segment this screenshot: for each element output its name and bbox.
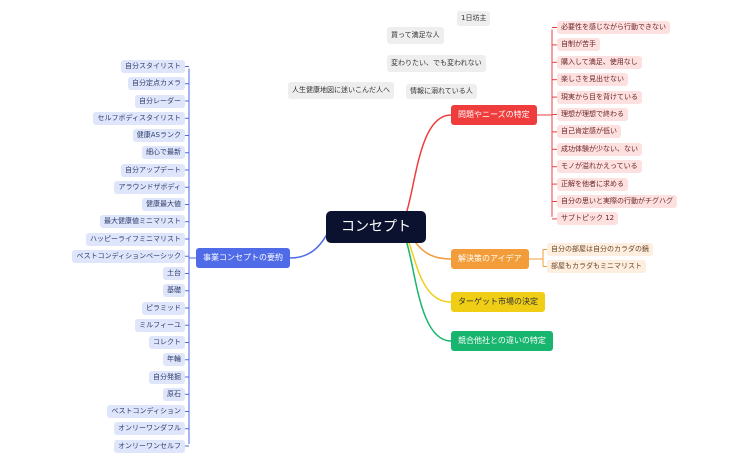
- summary-leaf[interactable]: 年輪: [163, 353, 185, 367]
- summary-leaf[interactable]: 自分スタイリスト: [121, 60, 185, 73]
- summary-leaf[interactable]: コレクト: [149, 336, 185, 349]
- competitors-branch-node[interactable]: 競合他社との違いの特定: [451, 331, 553, 351]
- summary-leaf[interactable]: 土台: [163, 267, 185, 280]
- problem-leaf[interactable]: 成功体験が少ない、ない: [557, 142, 642, 156]
- summary-leaf[interactable]: セルフボディスタイリスト: [93, 111, 185, 125]
- branch-connector: [289, 226, 332, 259]
- floating-note[interactable]: 人生健康地図に迷いこんだ人へ: [288, 82, 394, 99]
- solutions-branch-node[interactable]: 解決策のアイデア: [451, 249, 529, 269]
- summary-leaf[interactable]: 健康最大値: [142, 198, 185, 211]
- summary-leaf[interactable]: ピラミッド: [142, 301, 185, 315]
- summary-leaf[interactable]: 原石: [163, 387, 185, 401]
- problem-leaf[interactable]: 自制が苦手: [557, 38, 600, 52]
- summary-leaf[interactable]: 自分アップデート: [121, 163, 185, 177]
- summary-leaf[interactable]: ハッピーライフミニマリスト: [86, 232, 185, 246]
- problem-leaf[interactable]: モノが溢れかえっている: [557, 160, 642, 174]
- problem-leaf[interactable]: 購入して満足、使用なし: [557, 55, 642, 69]
- summary-leaf[interactable]: 健康ASランク: [132, 129, 185, 142]
- summary-leaf[interactable]: 細心で最新: [142, 146, 185, 160]
- summary-leaf[interactable]: 基礎: [163, 284, 185, 298]
- problem-leaf[interactable]: 現実から目を背けている: [557, 90, 642, 104]
- floating-note[interactable]: 変わりたい、でも変われない: [387, 55, 486, 72]
- problem-leaf[interactable]: 楽しさを見出せない: [557, 73, 628, 87]
- floating-note[interactable]: 情報に溺れている人: [406, 84, 477, 99]
- summary-leaf[interactable]: 自分定点カメラ: [128, 77, 185, 91]
- summary-leaf[interactable]: オンリーワンダフル: [114, 422, 185, 436]
- solution-leaf[interactable]: 部屋もカラダもミニマリスト: [547, 260, 646, 273]
- problem-leaf[interactable]: 自己肯定感が低い: [557, 125, 621, 139]
- solution-leaf[interactable]: 自分の部屋は自分のカラダの鏡: [547, 243, 653, 256]
- problem-leaf[interactable]: サブトピック 12: [557, 212, 619, 226]
- summary-leaf[interactable]: オンリーワンセルフ: [114, 439, 185, 453]
- summary-leaf[interactable]: 自分レーダー: [135, 94, 185, 108]
- summary-leaf[interactable]: 最大健康値ミニマリスト: [100, 215, 185, 229]
- summary-leaf[interactable]: 自分発掘: [149, 370, 185, 384]
- central-topic[interactable]: コンセプト: [326, 211, 426, 243]
- target-branch-node[interactable]: ターゲット市場の決定: [451, 292, 545, 312]
- problems-branch-node[interactable]: 問題やニーズの特定: [451, 105, 537, 125]
- summary-leaf[interactable]: ベストコンディションベーシック: [72, 249, 185, 263]
- floating-note[interactable]: 1日坊主: [457, 11, 491, 26]
- summary-leaf[interactable]: ミルフィーユ: [135, 318, 185, 332]
- problem-leaf[interactable]: 自分の思いと実際の行動がチグハグ: [557, 195, 677, 208]
- summary-branch-node[interactable]: 事業コンセプトの要約: [196, 248, 290, 268]
- summary-leaf[interactable]: アラウンドザボディ: [114, 180, 185, 194]
- problem-leaf[interactable]: 理想が理想で終わる: [557, 108, 628, 121]
- floating-note[interactable]: 買って満足な人: [387, 27, 444, 44]
- problem-leaf[interactable]: 正解を他者に求める: [557, 177, 628, 191]
- problem-leaf[interactable]: 必要性を感じながら行動できない: [557, 21, 670, 34]
- summary-leaf[interactable]: ベストコンディション: [107, 405, 185, 418]
